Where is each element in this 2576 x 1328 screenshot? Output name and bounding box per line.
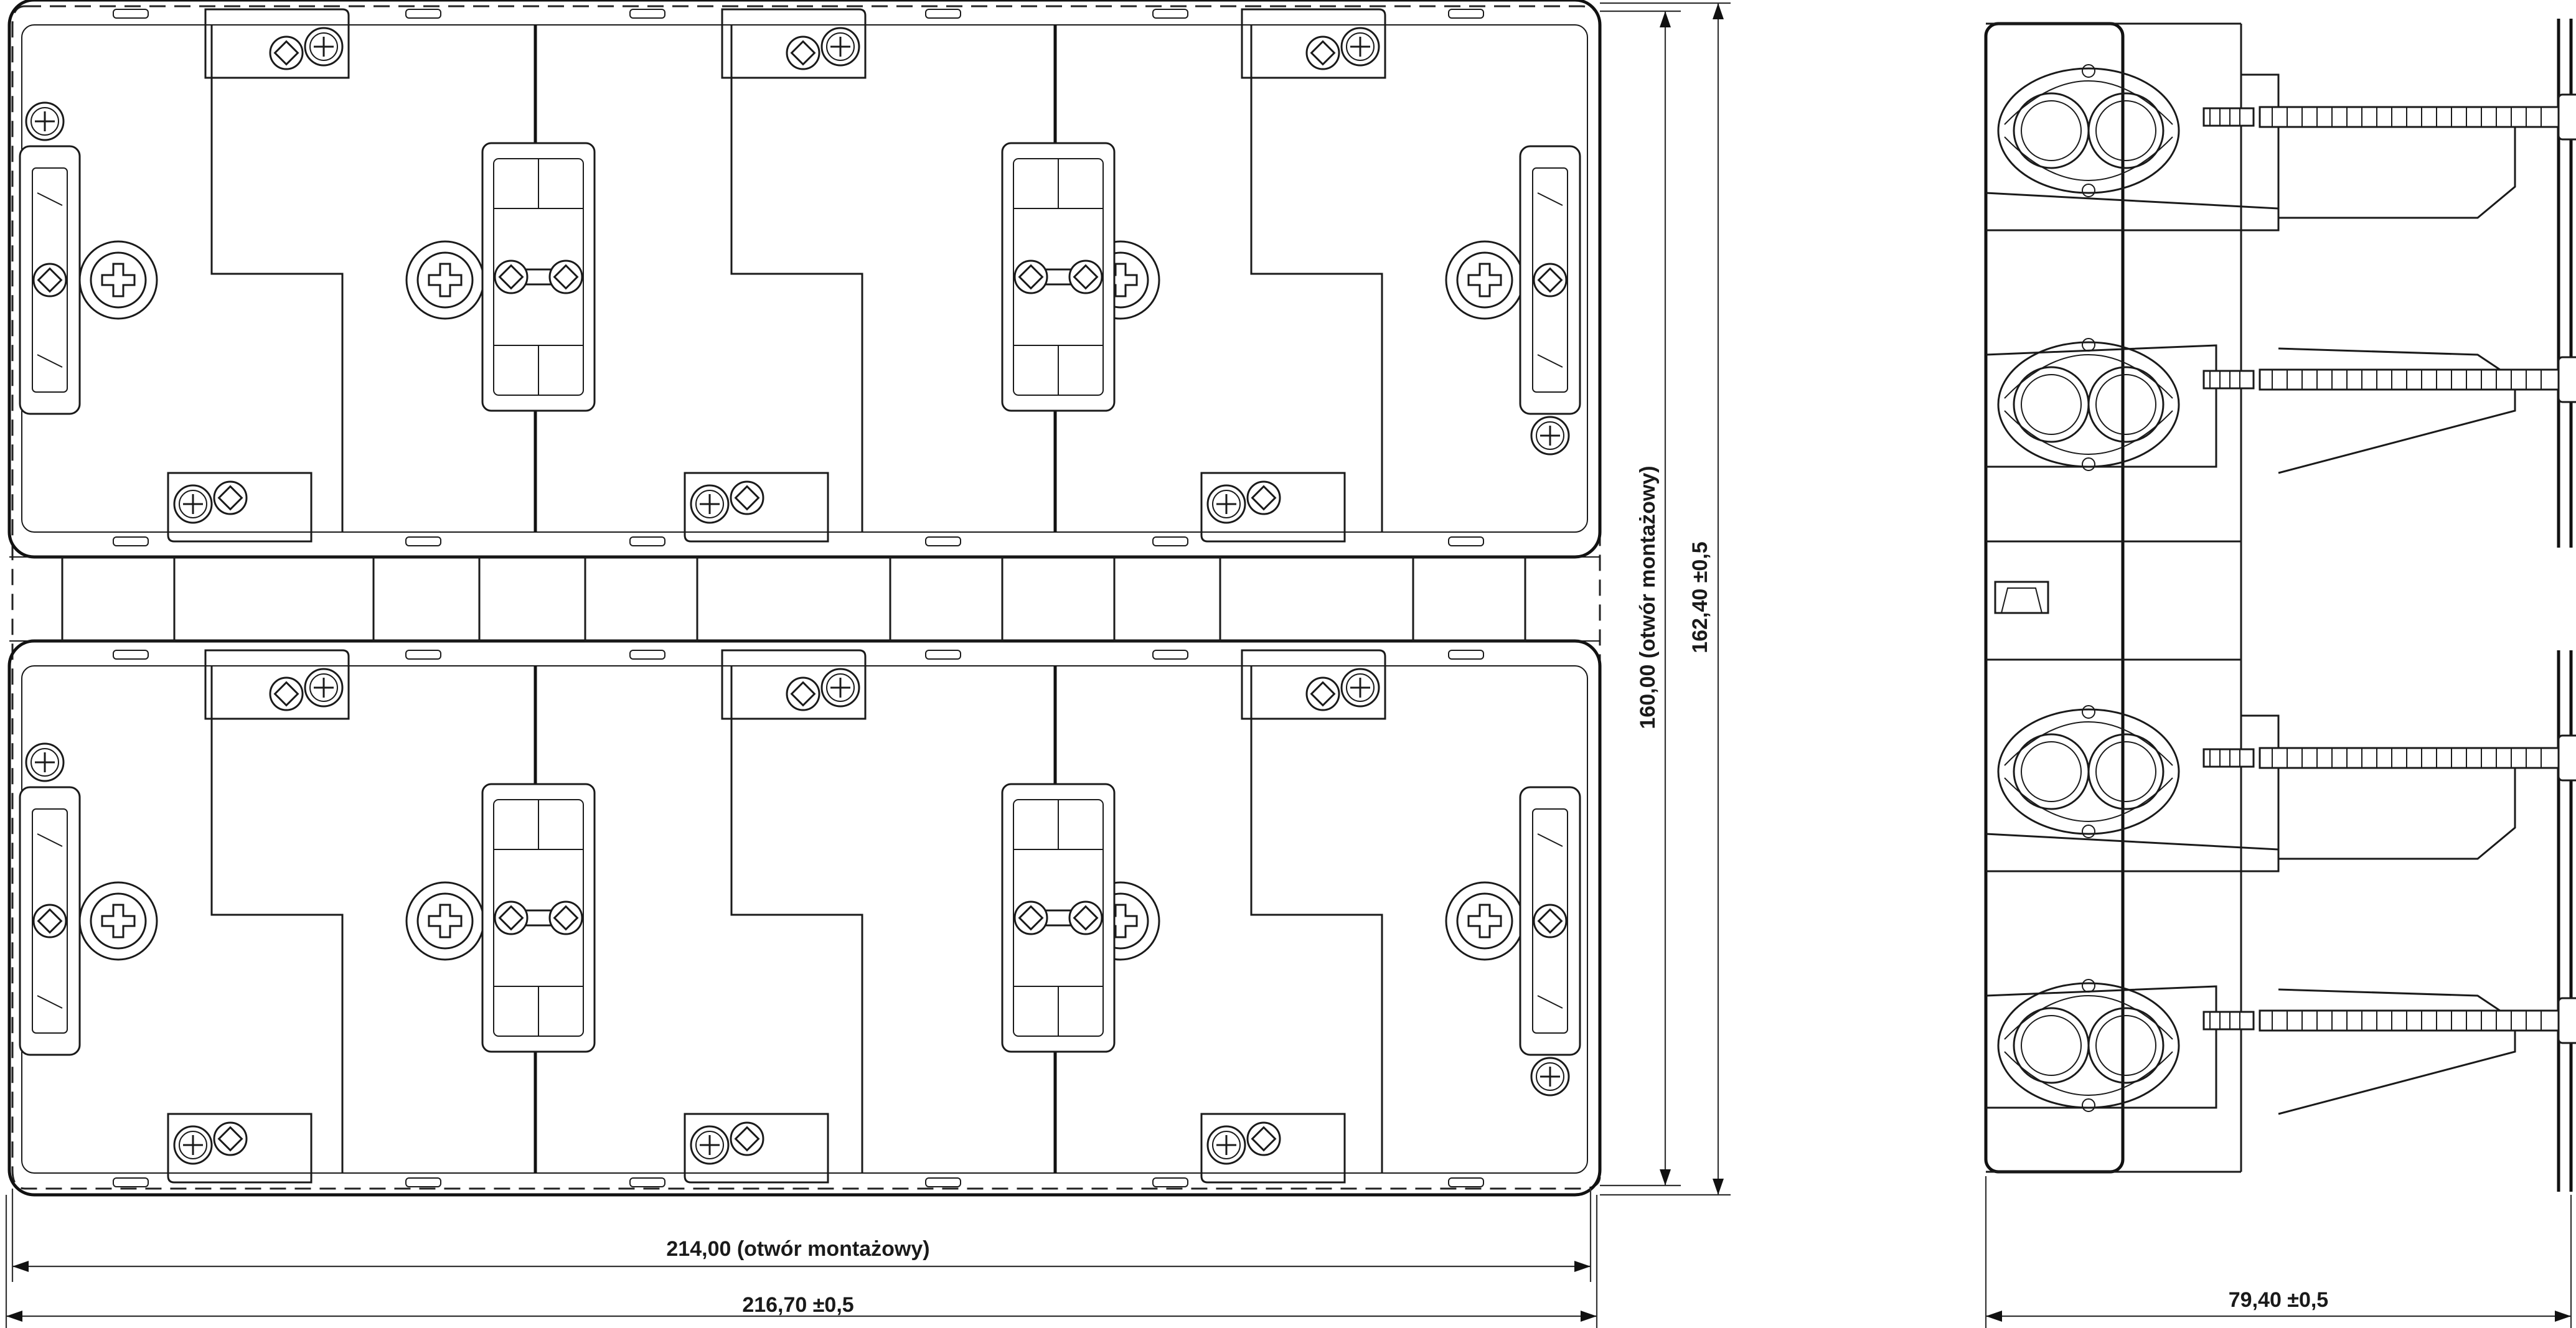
height-total-label: 162,40 ±0,5 xyxy=(1688,541,1712,653)
front-view xyxy=(7,0,1602,1197)
width-mount-hole-label: 214,00 (otwór montażowy) xyxy=(666,1237,929,1261)
width-total-label: 216,70 ±0,5 xyxy=(742,1293,853,1317)
depth-total-label: 79,40 ±0,5 xyxy=(2229,1288,2328,1312)
side-view xyxy=(1984,19,2576,1192)
height-mount-hole-label: 160,00 (otwór montażowy) xyxy=(1636,465,1660,729)
dimension-lines xyxy=(5,2,2572,1328)
